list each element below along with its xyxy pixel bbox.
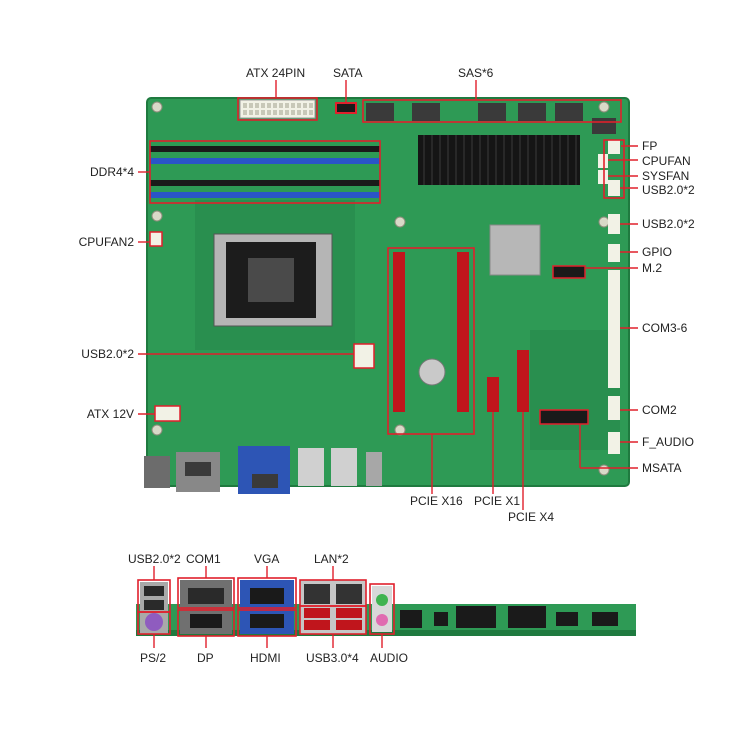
label-sysfan: SYSFAN	[642, 169, 690, 183]
label-atx24pin: ATX 24PIN	[246, 66, 306, 80]
sas-port	[592, 118, 616, 134]
io-lan-usb3-stack	[299, 579, 367, 635]
label-io-usb30x4: USB3.0*4	[306, 651, 359, 665]
dimm-slot	[150, 192, 380, 198]
label-sas6: SAS*6	[458, 66, 494, 80]
rear-io-panel	[136, 566, 636, 648]
label-com2: COM2	[642, 403, 677, 417]
dimm-slot	[150, 158, 380, 164]
label-pcie-x16: PCIE X16	[410, 494, 463, 508]
pcie-x16-slot	[457, 252, 469, 412]
io-leader-lines	[153, 566, 383, 648]
pcie-x16-slot	[393, 252, 405, 412]
pcie-x1-slot	[487, 377, 499, 412]
usb-header-left	[353, 343, 375, 369]
dimm-slot	[150, 180, 380, 186]
label-msata: MSATA	[642, 461, 682, 475]
label-io-ps2: PS/2	[140, 651, 167, 665]
label-fp: FP	[642, 139, 658, 153]
pcb-border	[146, 97, 630, 487]
atx24pin-callout-box	[237, 97, 318, 121]
label-com36: COM3-6	[642, 321, 688, 335]
mounting-hole	[598, 101, 610, 113]
label-ddr4x4: DDR4*4	[89, 165, 134, 179]
mounting-hole	[151, 101, 163, 113]
label-cpufan2: CPUFAN2	[78, 235, 134, 249]
cpufan2-header	[149, 231, 163, 247]
mounting-hole	[394, 424, 406, 436]
mounting-hole	[598, 216, 610, 228]
label-io-dp: DP	[197, 651, 214, 665]
label-pcie-x4: PCIE X4	[508, 510, 555, 524]
label-gpio: GPIO	[642, 245, 673, 259]
label-usb20x2-right-b: USB2.0*2	[642, 217, 695, 231]
io-audio-jacks	[369, 583, 395, 635]
io-com1-dp-stack	[177, 577, 235, 637]
mounting-hole	[151, 424, 163, 436]
chipset-heatsink-fins	[418, 135, 580, 185]
pcie-x4-slot	[517, 350, 529, 412]
right-header-callout	[603, 139, 625, 199]
cpu-socket	[213, 233, 333, 327]
mounting-hole	[394, 216, 406, 228]
pcb-shade-right	[530, 330, 620, 450]
label-m2: M.2	[642, 261, 663, 275]
label-cpufan: CPUFAN	[642, 154, 691, 168]
label-sata: SATA	[333, 66, 363, 80]
label-io-usb20x2: USB2.0*2	[128, 552, 181, 566]
chipset	[489, 224, 541, 276]
io-usb2-ps2-stack	[137, 579, 171, 635]
sas-port	[518, 103, 546, 121]
mounting-hole	[151, 210, 163, 222]
pcie-slots	[393, 252, 529, 412]
label-io-vga: VGA	[254, 552, 280, 566]
right-headers	[598, 140, 620, 454]
msata-slot	[539, 409, 589, 425]
label-io-hdmi: HDMI	[250, 651, 281, 665]
sas-port	[412, 103, 440, 121]
sas-port	[366, 103, 394, 121]
label-io-audio: AUDIO	[370, 651, 409, 665]
leader-lines	[138, 80, 638, 510]
io-pcb-strip-edge	[136, 630, 636, 636]
atx24pin-pins	[243, 103, 313, 115]
bios-battery	[418, 358, 446, 386]
sata-connector	[335, 102, 357, 114]
label-io-com1: COM1	[186, 552, 221, 566]
io-vga-hdmi-stack	[237, 577, 297, 637]
atx12v-connector	[154, 405, 181, 422]
label-atx12v: ATX 12V	[86, 407, 134, 421]
mounting-hole	[598, 464, 610, 476]
io-small-components	[400, 606, 618, 628]
dimm-slot	[150, 146, 380, 152]
atx24pin-connector	[239, 99, 316, 119]
label-f-audio: F_AUDIO	[642, 435, 695, 449]
pcie-x16-callout-box	[387, 247, 475, 435]
label-usb20x2-right-a: USB2.0*2	[642, 183, 695, 197]
motherboard	[144, 97, 630, 494]
dimm-slots	[150, 146, 380, 198]
sas-callout-box	[362, 99, 622, 123]
label-io-lan2: LAN*2	[314, 552, 349, 566]
sas-port	[555, 103, 583, 121]
board-rear-io	[144, 446, 382, 494]
sas-port	[478, 103, 506, 121]
m2-slot	[552, 265, 586, 279]
label-pcie-x1: PCIE X1	[474, 494, 521, 508]
label-usb20x2-left: USB2.0*2	[81, 347, 134, 361]
